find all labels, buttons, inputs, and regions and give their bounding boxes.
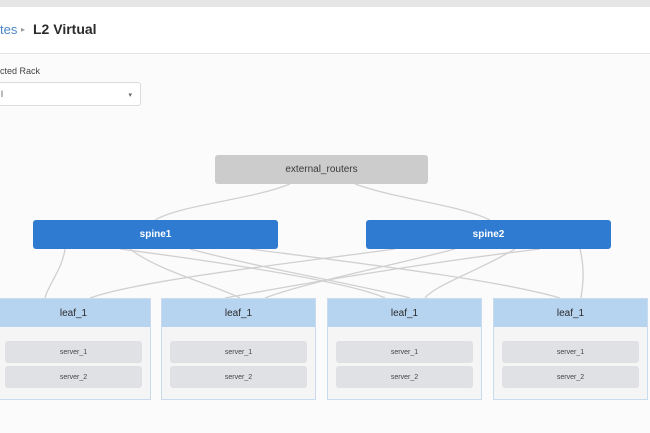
server-item[interactable]: server_2 <box>502 366 639 388</box>
server-item[interactable]: server_1 <box>502 341 639 363</box>
chevron-down-icon: ▾ <box>128 92 132 99</box>
leaf-name: leaf_1 <box>494 299 647 327</box>
rack-select-value: l <box>1 89 3 99</box>
link-spine2-leaf1 <box>89 248 396 299</box>
window-top-strip <box>0 0 650 7</box>
link-spine2-leaf2 <box>264 248 456 299</box>
page-header: tes ▸ L2 Virtual <box>0 7 650 54</box>
leaf-card[interactable]: leaf_1 server_1 server_2 <box>0 298 151 400</box>
leaf-card[interactable]: leaf_1 server_1 server_2 <box>493 298 648 400</box>
leaf-card[interactable]: leaf_1 server_1 server_2 <box>161 298 316 400</box>
link-spine1-leaf3 <box>189 248 411 299</box>
rack-select[interactable]: l ▾ <box>0 82 141 106</box>
leaf-name: leaf_1 <box>162 299 315 327</box>
server-item[interactable]: server_1 <box>170 341 307 363</box>
page-title: L2 Virtual <box>33 21 97 37</box>
server-item[interactable]: server_2 <box>5 366 142 388</box>
server-item[interactable]: server_1 <box>336 341 473 363</box>
link-spine2-leaf3 <box>424 248 516 299</box>
link-spine2-leaf2b <box>224 248 541 299</box>
server-item[interactable]: server_2 <box>336 366 473 388</box>
link-spine1-leaf4 <box>249 248 561 299</box>
link-external-spine2 <box>354 183 491 221</box>
link-external-spine1 <box>154 183 291 221</box>
leaf-card[interactable]: leaf_1 server_1 server_2 <box>327 298 482 400</box>
spine2-node[interactable]: spine2 <box>366 220 611 249</box>
breadcrumb-separator-icon: ▸ <box>21 25 26 34</box>
breadcrumb-previous-link[interactable]: tes <box>0 22 18 37</box>
link-spine1-leaf2 <box>129 248 241 299</box>
server-item[interactable]: server_2 <box>170 366 307 388</box>
server-item[interactable]: server_1 <box>5 341 142 363</box>
rack-select-label: cted Rack <box>0 66 41 76</box>
leaf-name: leaf_1 <box>328 299 481 327</box>
link-spine1-leaf3b <box>119 248 386 299</box>
external-routers-node[interactable]: external_routers <box>215 155 428 184</box>
spine1-node[interactable]: spine1 <box>33 220 278 249</box>
link-spine1-leaf1 <box>44 248 66 299</box>
link-spine2-leaf4 <box>579 248 584 299</box>
leaf-name: leaf_1 <box>0 299 150 327</box>
